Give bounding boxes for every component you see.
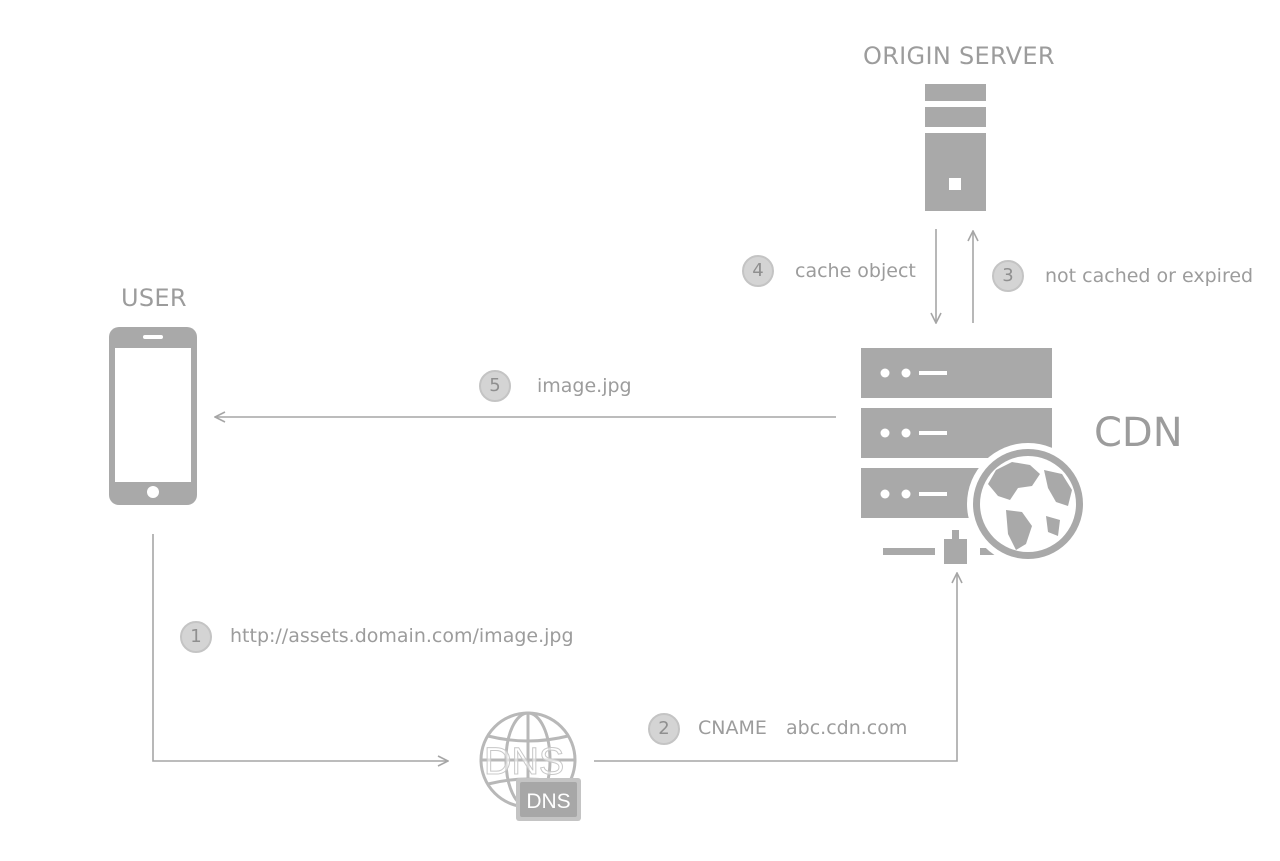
step-5-badge: 5 [479, 370, 511, 402]
arrow-user-to-dns [152, 534, 448, 761]
step-2-cname-text: CNAME [698, 717, 767, 739]
step-3-badge: 3 [992, 260, 1024, 292]
dns-badge-text: DNS [526, 790, 570, 813]
step-4-text: cache object [795, 260, 916, 282]
step-5-text: image.jpg [537, 375, 632, 397]
cdn-label: CDN [1094, 410, 1183, 456]
origin-server-label: ORIGIN SERVER [863, 42, 1055, 70]
step-3-text: not cached or expired [1045, 265, 1254, 287]
step-1-badge: 1 [180, 621, 212, 653]
smartphone-icon [109, 327, 197, 505]
globe-dns-icon: DNS DNS [479, 711, 581, 821]
user-label: USER [121, 284, 187, 312]
step-4-badge: 4 [742, 255, 774, 287]
step-2-badge: 2 [648, 713, 680, 745]
step-2-host-text: abc.cdn.com [786, 717, 908, 739]
dns-globe-text: DNS [484, 741, 564, 783]
tower-server-icon [925, 84, 986, 211]
rack-server-globe-icon [861, 348, 1089, 565]
step-1-text: http://assets.domain.com/image.jpg [230, 625, 574, 647]
arrow-dns-to-cdn [594, 573, 957, 762]
